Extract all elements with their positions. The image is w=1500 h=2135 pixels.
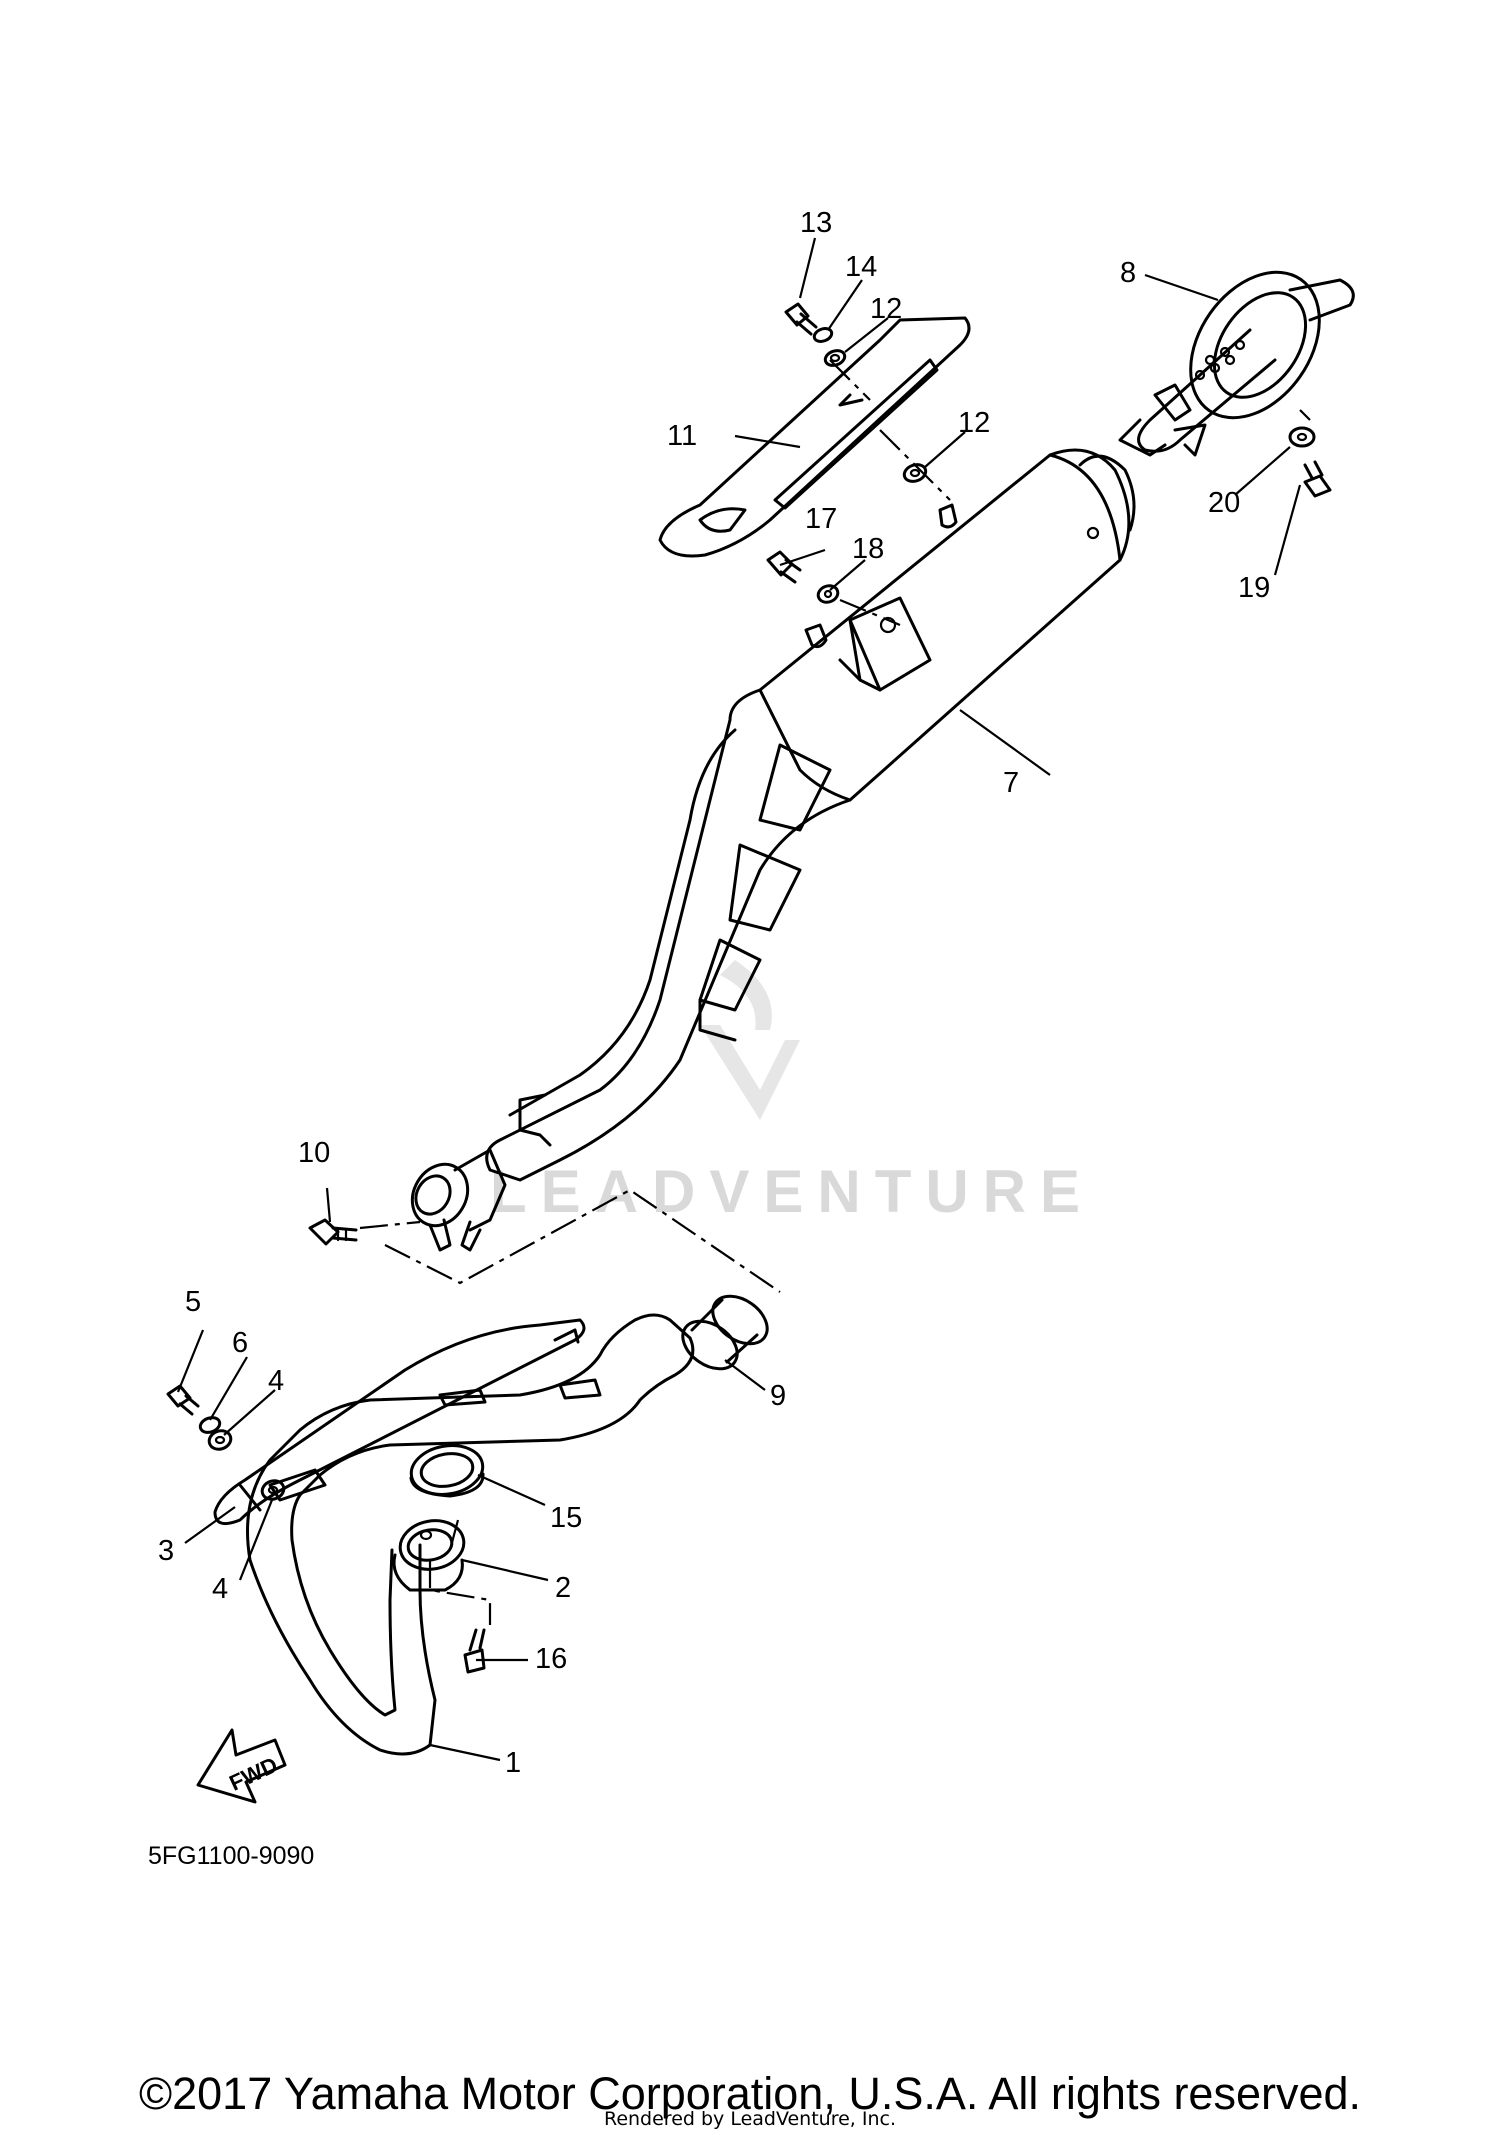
- muffler-inlet-clamp: [410, 1148, 507, 1252]
- label-12-upper: 12: [870, 293, 902, 325]
- leader-lines: [176, 237, 1302, 1762]
- copyright-notice: ©2017 Yamaha Motor Corporation, U.S.A. A…: [138, 2068, 1362, 2119]
- label-12-lower: 12: [958, 407, 990, 439]
- label-19: 19: [1238, 572, 1270, 604]
- label-2: 2: [555, 1572, 571, 1604]
- exhaust-pipe[interactable]: [246, 1313, 695, 1756]
- label-14: 14: [845, 251, 877, 283]
- part-labels: 13 14 12 11 12 8 20 19 17 18 7 10 5 6 4 …: [158, 207, 1270, 1779]
- alignment-lines: [359, 359, 1311, 1625]
- label-9: 9: [770, 1380, 786, 1412]
- muffler[interactable]: [485, 448, 1136, 1182]
- gasket-15[interactable]: [407, 1440, 486, 1500]
- watermark-text: LEADVENTURE: [490, 1158, 1094, 1225]
- bolt-10[interactable]: [308, 1218, 358, 1246]
- label-18: 18: [852, 533, 884, 565]
- label-6: 6: [232, 1327, 248, 1359]
- forward-arrow: FWD: [196, 1728, 287, 1804]
- label-1: 1: [505, 1747, 521, 1779]
- label-3: 3: [158, 1535, 174, 1567]
- washer-14[interactable]: [812, 326, 834, 343]
- washer-18[interactable]: [816, 583, 840, 605]
- washer-4-upper[interactable]: [207, 1428, 234, 1452]
- bolt-16[interactable]: [463, 1628, 486, 1674]
- label-16: 16: [535, 1643, 567, 1675]
- muffler-bracket[interactable]: [658, 316, 971, 558]
- washer-6[interactable]: [198, 1415, 222, 1435]
- washer-12-lower[interactable]: [902, 462, 928, 485]
- bolt-13[interactable]: [784, 302, 818, 336]
- label-4-upper: 4: [268, 1365, 284, 1397]
- label-17: 17: [805, 503, 837, 535]
- gasket-9[interactable]: [674, 1286, 776, 1378]
- bolt-5[interactable]: [166, 1384, 200, 1416]
- label-4-lower: 4: [212, 1573, 228, 1605]
- rendered-by-notice: Rendered by LeadVenture, Inc.: [603, 2108, 897, 2130]
- bolt-17[interactable]: [766, 550, 802, 584]
- leadventure-watermark: LEADVENTURE: [490, 960, 1094, 1225]
- bolt-19[interactable]: [1303, 460, 1332, 498]
- exhaust-flange[interactable]: [392, 1516, 468, 1592]
- pipe-protector[interactable]: [213, 1318, 586, 1526]
- label-7: 7: [1003, 767, 1019, 799]
- label-20: 20: [1208, 487, 1240, 519]
- drawing-code: 5FG1100-9090: [148, 1842, 314, 1870]
- label-13: 13: [800, 207, 832, 239]
- washer-4-lower[interactable]: [260, 1478, 287, 1502]
- label-15: 15: [550, 1502, 582, 1534]
- spark-arrester[interactable]: [1118, 248, 1355, 457]
- washer-20[interactable]: [1288, 426, 1316, 448]
- label-11: 11: [667, 420, 697, 452]
- label-10: 10: [298, 1137, 330, 1169]
- label-8: 8: [1120, 257, 1136, 289]
- fwd-label: FWD: [225, 1752, 281, 1796]
- washer-12-upper[interactable]: [823, 348, 847, 368]
- label-5: 5: [185, 1286, 201, 1318]
